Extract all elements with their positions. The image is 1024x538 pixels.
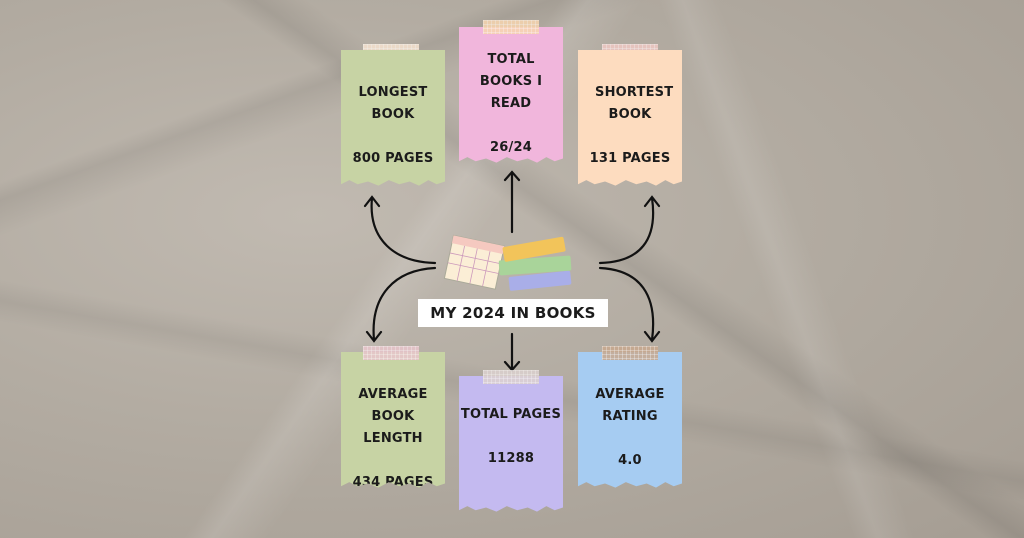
card-label: AVERAGE RATING [595,387,665,424]
card-label: AVERAGE BOOK LENGTH [358,387,428,446]
average-rating-card: AVERAGE RATING 4.0 [578,352,682,488]
total-pages-card: TOTAL PAGES 11288 [459,376,563,512]
card-value: 800 PAGES [352,151,434,166]
arrow-to-longest [363,195,437,265]
card-label: LONGEST BOOK [358,85,428,122]
title-banner: MY 2024 IN BOOKS [418,299,608,327]
arrow-to-shortest [598,195,661,265]
washi-tape [483,20,539,34]
card-label: SHORTEST BOOK [595,85,674,122]
card-value: 4.0 [618,453,642,468]
card-label: TOTAL PAGES [460,407,562,422]
card-value: 131 PAGES [589,151,671,166]
shortest-book-card: SHORTEST BOOK 131 PAGES [578,50,682,186]
average-book-length-card: AVERAGE BOOK LENGTH 434 PAGES [341,352,445,488]
longest-book-card: LONGEST BOOK 800 PAGES [341,50,445,186]
card-value: 11288 [487,451,535,466]
card-value: 26/24 [490,140,532,155]
books-calendar-illustration [443,234,572,291]
arrow-to-avg-length [365,266,437,343]
card-value: 434 PAGES [352,475,434,490]
arrow-to-avg-rating [598,266,661,343]
card-label: TOTAL BOOKS I READ [479,52,543,111]
washi-tape [483,370,539,384]
arrow-to-total-books [503,170,521,234]
washi-tape [363,346,419,360]
arrow-to-total-pages [503,332,521,372]
washi-tape [602,346,658,360]
total-books-card: TOTAL BOOKS I READ 26/24 [459,27,563,163]
